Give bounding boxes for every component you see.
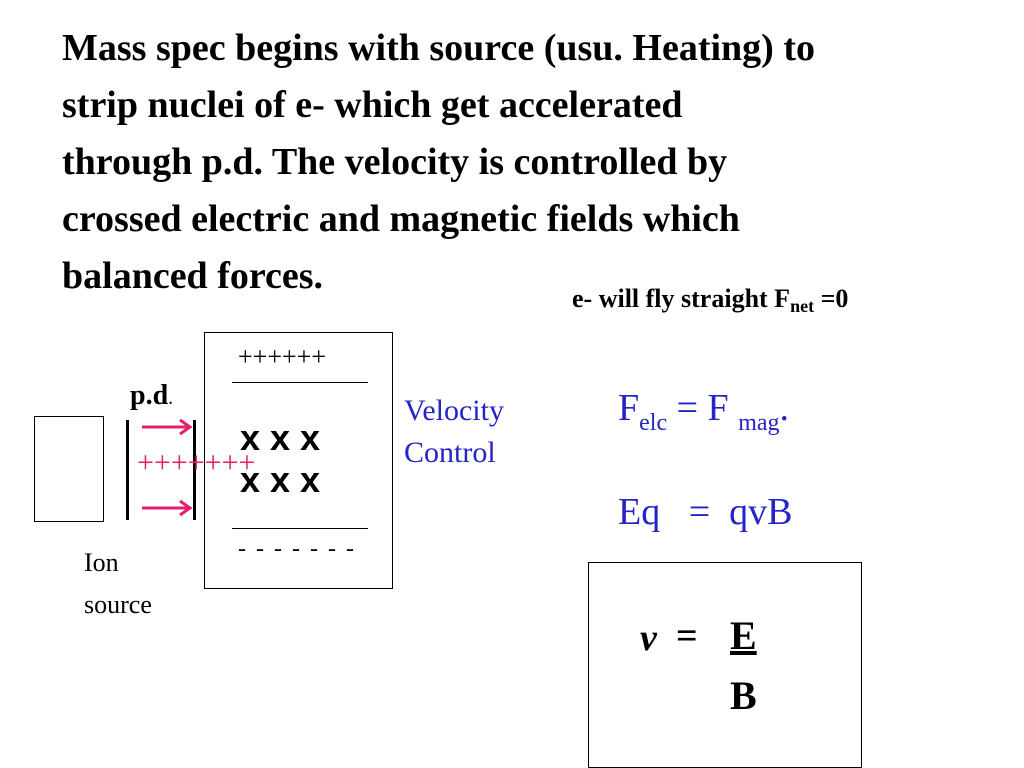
formula-equals: = (676, 615, 698, 657)
arrowhead-upper-icon (179, 418, 193, 436)
heading-text: Mass spec begins with source (usu. Heati… (62, 20, 1002, 305)
positive-plate-label: ++++++ (238, 342, 326, 371)
note-subscript: net (790, 296, 815, 316)
accelerating-plate-left (126, 420, 129, 520)
eq1-rhs-sub: mag (738, 410, 780, 436)
heading-line-5: balanced forces. (62, 255, 324, 297)
heading-line-1: Mass spec begins with source (usu. Heati… (62, 27, 815, 69)
ion-source-box (34, 416, 104, 522)
velocity-control-line-1: Velocity (404, 394, 504, 427)
eq-qvb-equation: Eq = qvB (618, 491, 793, 533)
pd-label: p.d. (130, 380, 173, 412)
velocity-control-label: Velocity Control (404, 390, 504, 474)
force-balance-equation: Felc = F mag. (618, 386, 790, 435)
ion-source-label-line-2: source (84, 590, 152, 619)
negative-plate-line (232, 528, 368, 529)
positive-plate-line (232, 382, 368, 383)
magenta-plus-signs: +++++++ (137, 446, 256, 479)
note-text: e- will fly straight F (572, 284, 791, 313)
ion-source-label: Ion source (84, 542, 152, 626)
formula-numerator: E (730, 613, 757, 658)
arrow-group (142, 418, 193, 517)
eq1-end: . (779, 387, 790, 429)
arrowhead-lower-icon (179, 499, 193, 517)
negative-plate-label: - - - - - - - (238, 536, 356, 562)
heading-line-4: crossed electric and magnetic fields whi… (62, 198, 740, 240)
eq1-lhs-sub: elc (639, 410, 668, 436)
eq1-mid: = F (667, 387, 739, 429)
formula-v: v (640, 617, 657, 659)
eq1-lhs: F (618, 387, 640, 429)
magnetic-field-row-2: x x x (240, 459, 321, 500)
velocity-selector-box (204, 332, 393, 589)
note-tail: =0 (814, 284, 849, 313)
magnetic-field-row-1: x x x (240, 417, 321, 458)
straight-flight-note: e- will fly straight Fnet =0 (572, 284, 849, 316)
velocity-control-line-2: Control (404, 436, 496, 469)
ion-source-label-line-1: Ion (84, 548, 119, 577)
heading-line-2: strip nuclei of e- which get accelerated (62, 84, 683, 126)
pd-label-text: p.d (130, 380, 169, 411)
accelerating-plate-right (193, 420, 196, 520)
heading-line-3: through p.d. The velocity is controlled … (62, 141, 728, 183)
formula-denominator: B (730, 673, 757, 718)
pd-label-dot: . (168, 387, 174, 409)
velocity-formula-box (588, 562, 862, 768)
